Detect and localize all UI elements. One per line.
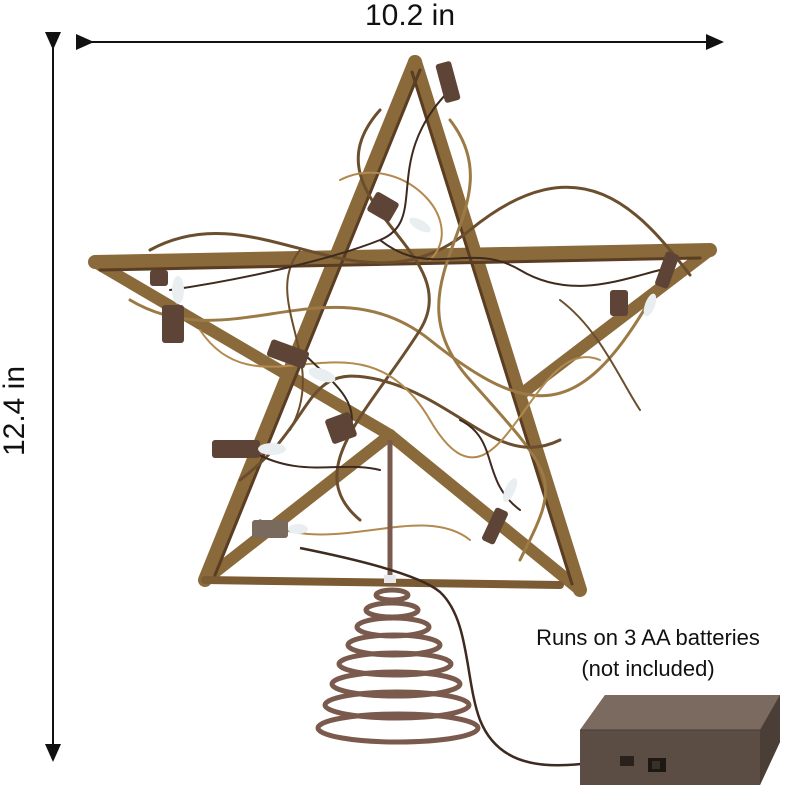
battery-caption-line2: (not included) [581,656,715,681]
battery-caption: Runs on 3 AA batteries (not included) [488,622,800,684]
height-dimension-label: 12.4 in [0,365,31,457]
battery-caption-line1: Runs on 3 AA batteries [536,625,760,650]
spiral-stand [315,440,481,745]
battery-cable [299,546,611,767]
star-tree-topper [88,55,717,597]
battery-box-icon [580,695,780,785]
light-bulbs [150,61,679,545]
width-dimension-label: 10.2 in [364,0,456,32]
